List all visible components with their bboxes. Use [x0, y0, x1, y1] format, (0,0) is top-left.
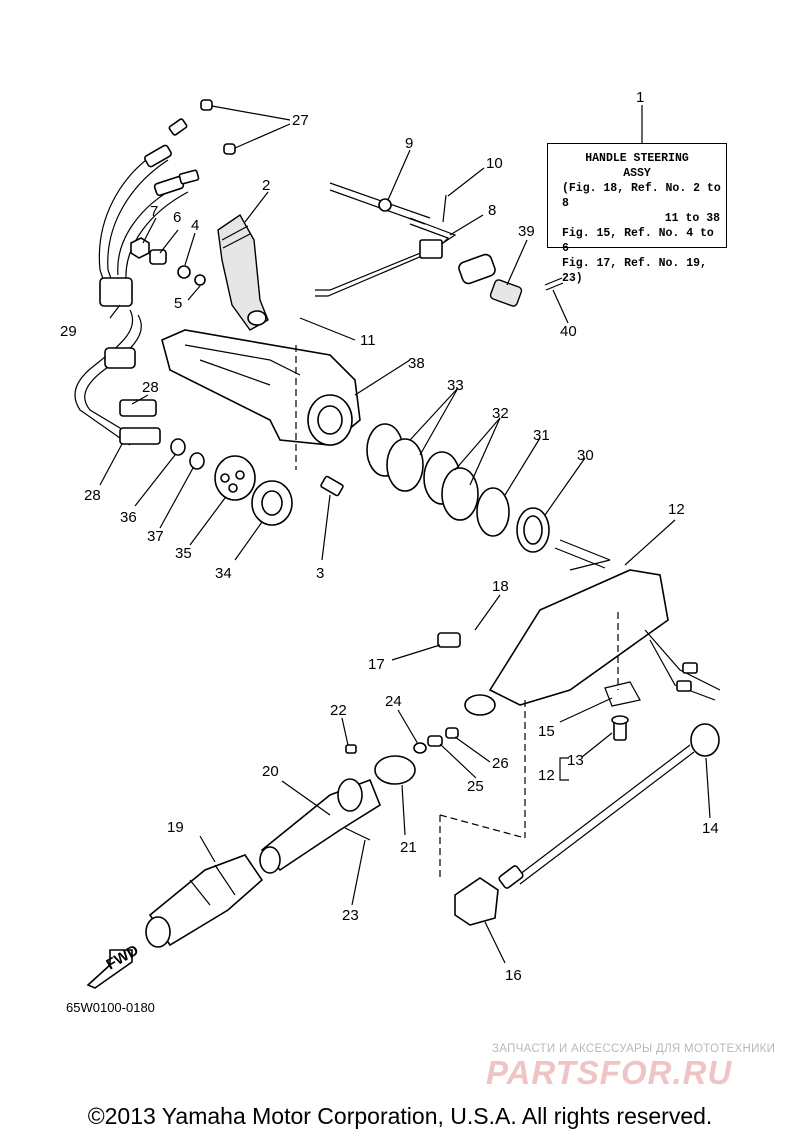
label-14: 14	[702, 820, 719, 837]
label-5: 5	[174, 295, 182, 312]
watermark-tagline: ЗАПЧАСТИ И АКСЕССУАРЫ ДЛЯ МОТОТЕХНИКИ	[492, 1043, 776, 1055]
steering-handle-grip	[217, 213, 269, 331]
label-6: 6	[173, 209, 181, 226]
throttle-shift-cables	[74, 99, 236, 446]
label-23: 23	[342, 907, 359, 924]
label-34: 34	[215, 565, 232, 582]
label-38: 38	[408, 355, 425, 372]
label-26: 26	[492, 755, 509, 772]
steering-bracket	[161, 329, 361, 470]
label-8: 8	[488, 202, 496, 219]
label-12: 12	[668, 501, 685, 518]
label-13: 13	[567, 752, 584, 769]
label-27: 27	[292, 112, 309, 129]
watermark-logo: PARTSFOR.RU	[486, 1054, 733, 1091]
label-4: 4	[191, 217, 199, 234]
label-7: 7	[150, 203, 158, 220]
label-16: 16	[505, 967, 522, 984]
label-39: 39	[518, 223, 535, 240]
note-line2: 11 to 38	[664, 212, 720, 225]
label-29: 29	[60, 323, 77, 340]
handle-steering-note: HANDLE STEERING ASSY (Fig. 18, Ref. No. …	[547, 143, 727, 285]
label-3: 3	[316, 565, 324, 582]
label-31: 31	[533, 427, 550, 444]
label-11: 11	[360, 332, 376, 349]
label-12b: 12	[538, 767, 555, 784]
note-title: HANDLE STEERING	[585, 152, 689, 165]
label-35: 35	[175, 545, 192, 562]
label-2: 2	[262, 177, 270, 194]
copyright-notice: ©2013 Yamaha Motor Corporation, U.S.A. A…	[87, 1103, 713, 1129]
lower-bracket-assembly	[437, 539, 721, 716]
label-19: 19	[167, 819, 184, 836]
note-line4: Fig. 17, Ref. No. 19, 23)	[562, 257, 707, 285]
leader-lines	[99, 105, 711, 964]
label-21: 21	[400, 839, 417, 856]
label-15: 15	[538, 723, 555, 740]
label-28a: 28	[142, 379, 159, 396]
label-32: 32	[492, 405, 509, 422]
label-9: 9	[405, 135, 413, 152]
small-fasteners	[130, 237, 206, 286]
label-40: 40	[560, 323, 577, 340]
throttle-grip	[145, 854, 264, 948]
label-36: 36	[120, 509, 137, 526]
label-24: 24	[385, 693, 402, 710]
label-33: 33	[447, 377, 464, 394]
fwd-arrow-icon: FWD	[86, 942, 142, 989]
note-line1: (Fig. 18, Ref. No. 2 to 8	[562, 182, 721, 210]
throttle-shaft	[259, 778, 381, 874]
shift-cable	[498, 723, 720, 889]
diagram-code: 65W0100-0180	[66, 1000, 155, 1015]
label-20: 20	[262, 763, 279, 780]
note-title2: ASSY	[623, 167, 651, 180]
shift-rod-assembly	[315, 182, 496, 297]
washers-and-seals	[170, 423, 550, 553]
cable-holder	[439, 700, 526, 926]
label-25: 25	[467, 778, 484, 795]
label-10: 10	[486, 155, 503, 172]
note-line3: Fig. 15, Ref. No. 4 to 6	[562, 227, 714, 255]
clip-and-pin	[489, 277, 564, 307]
label-30: 30	[577, 447, 594, 464]
label-37: 37	[147, 528, 164, 545]
label-18: 18	[492, 578, 509, 595]
part-labels: 1 2 3 4 5 6 7 8 9 10 11 12 12 13 14 15 1…	[60, 89, 719, 984]
bolts-13-15	[611, 715, 629, 741]
label-22: 22	[330, 702, 347, 719]
throttle-collar	[344, 727, 459, 841]
label-17: 17	[368, 656, 385, 673]
label-28b: 28	[84, 487, 101, 504]
label-1: 1	[636, 89, 644, 106]
